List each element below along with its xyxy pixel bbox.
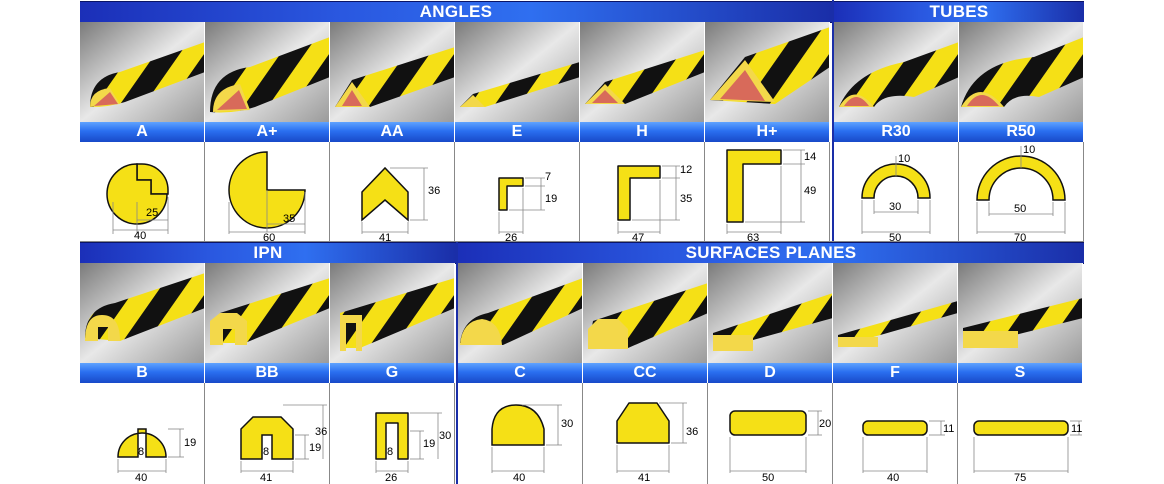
photo-profile-s (958, 263, 1083, 363)
label-bb: BB (205, 363, 330, 383)
photo-profile-r50 (959, 22, 1084, 122)
product-chart: ANGLES TUBES IPN SURFACES PLANES (80, 0, 1084, 484)
svg-text:19: 19 (545, 193, 557, 205)
photo-profile-e (455, 22, 580, 122)
drawing-a-plus: 35 60 (205, 142, 330, 242)
divider-ipn-surfaces (456, 242, 458, 484)
label-h-plus: H+ (705, 122, 830, 142)
svg-text:11: 11 (1071, 423, 1082, 435)
svg-text:12: 12 (680, 164, 692, 176)
drawing-e: 7 19 26 (455, 142, 580, 242)
drawing-f: 11 40 (833, 383, 958, 484)
svg-text:36: 36 (315, 426, 327, 438)
svg-text:30: 30 (439, 430, 451, 442)
svg-text:40: 40 (134, 230, 146, 242)
drawing-c: 30 40 (458, 383, 583, 484)
svg-text:50: 50 (1014, 203, 1026, 215)
photo-profile-a (80, 22, 205, 122)
photo-profile-b (80, 263, 205, 363)
svg-text:30: 30 (889, 201, 901, 213)
svg-text:41: 41 (379, 232, 391, 242)
label-c: C (458, 363, 583, 383)
label-aa: AA (330, 122, 455, 142)
svg-text:7: 7 (545, 171, 551, 183)
svg-text:11: 11 (943, 423, 954, 435)
divider-rows (80, 241, 1084, 242)
svg-text:8: 8 (138, 446, 144, 458)
drawing-bb: 8 19 36 41 (205, 383, 330, 484)
svg-text:35: 35 (283, 213, 295, 225)
label-h: H (580, 122, 705, 142)
label-g: G (330, 363, 455, 383)
photo-profile-c (458, 263, 583, 363)
photo-profile-a-plus (205, 22, 330, 122)
label-b: B (80, 363, 205, 383)
svg-text:36: 36 (428, 185, 440, 197)
section-header-surfaces: SURFACES PLANES (458, 242, 1084, 264)
photo-profile-r30 (834, 22, 959, 122)
divider-angles-tubes (832, 0, 834, 242)
photo-profile-h-plus (705, 22, 830, 122)
section-header-angles: ANGLES (80, 1, 832, 23)
drawing-h-plus: 14 49 63 (705, 142, 830, 242)
drawing-s: 11 75 (958, 383, 1083, 484)
svg-text:40: 40 (887, 472, 899, 484)
section-header-ipn: IPN (80, 242, 456, 264)
svg-text:40: 40 (135, 472, 147, 484)
svg-text:41: 41 (260, 472, 272, 484)
svg-text:10: 10 (898, 153, 910, 165)
svg-text:26: 26 (505, 232, 517, 242)
label-f: F (833, 363, 958, 383)
label-a-plus: A+ (205, 122, 330, 142)
svg-text:25: 25 (146, 207, 158, 219)
svg-text:63: 63 (747, 232, 759, 242)
svg-text:36: 36 (686, 426, 698, 438)
drawing-aa: 36 41 (330, 142, 455, 242)
svg-text:20: 20 (819, 418, 831, 430)
svg-text:47: 47 (632, 232, 644, 242)
svg-text:14: 14 (804, 151, 816, 163)
photo-profile-f (833, 263, 958, 363)
photo-profile-cc (583, 263, 708, 363)
svg-text:50: 50 (889, 232, 901, 242)
svg-text:60: 60 (263, 232, 275, 242)
photo-profile-h (580, 22, 705, 122)
drawing-g: 8 19 30 26 (330, 383, 455, 484)
photo-profile-d (708, 263, 833, 363)
svg-text:41: 41 (638, 472, 650, 484)
drawing-cc: 36 41 (583, 383, 708, 484)
label-a: A (80, 122, 205, 142)
label-s: S (958, 363, 1083, 383)
label-r30: R30 (834, 122, 959, 142)
label-cc: CC (583, 363, 708, 383)
section-header-tubes: TUBES (834, 1, 1084, 23)
svg-text:35: 35 (680, 193, 692, 205)
svg-text:70: 70 (1014, 232, 1026, 242)
drawing-d: 20 50 (708, 383, 833, 484)
photo-profile-aa (330, 22, 455, 122)
svg-text:50: 50 (762, 472, 774, 484)
svg-text:49: 49 (804, 185, 816, 197)
label-e: E (455, 122, 580, 142)
svg-text:30: 30 (561, 418, 573, 430)
svg-text:8: 8 (387, 446, 393, 458)
svg-text:40: 40 (513, 472, 525, 484)
label-d: D (708, 363, 833, 383)
svg-text:8: 8 (263, 446, 269, 458)
drawing-a: 25 40 (80, 142, 205, 242)
svg-text:26: 26 (385, 472, 397, 484)
svg-text:19: 19 (309, 442, 321, 454)
photo-profile-bb (205, 263, 330, 363)
svg-text:75: 75 (1014, 472, 1026, 484)
drawing-h: 12 35 47 (580, 142, 705, 242)
photo-profile-g (330, 263, 455, 363)
drawing-r50: 10 50 70 (959, 142, 1084, 242)
drawing-r30: 10 30 50 (834, 142, 959, 242)
svg-text:19: 19 (423, 438, 435, 450)
label-r50: R50 (959, 122, 1084, 142)
svg-text:19: 19 (184, 437, 196, 449)
svg-text:10: 10 (1023, 144, 1035, 156)
drawing-b: 8 19 40 (80, 383, 205, 484)
